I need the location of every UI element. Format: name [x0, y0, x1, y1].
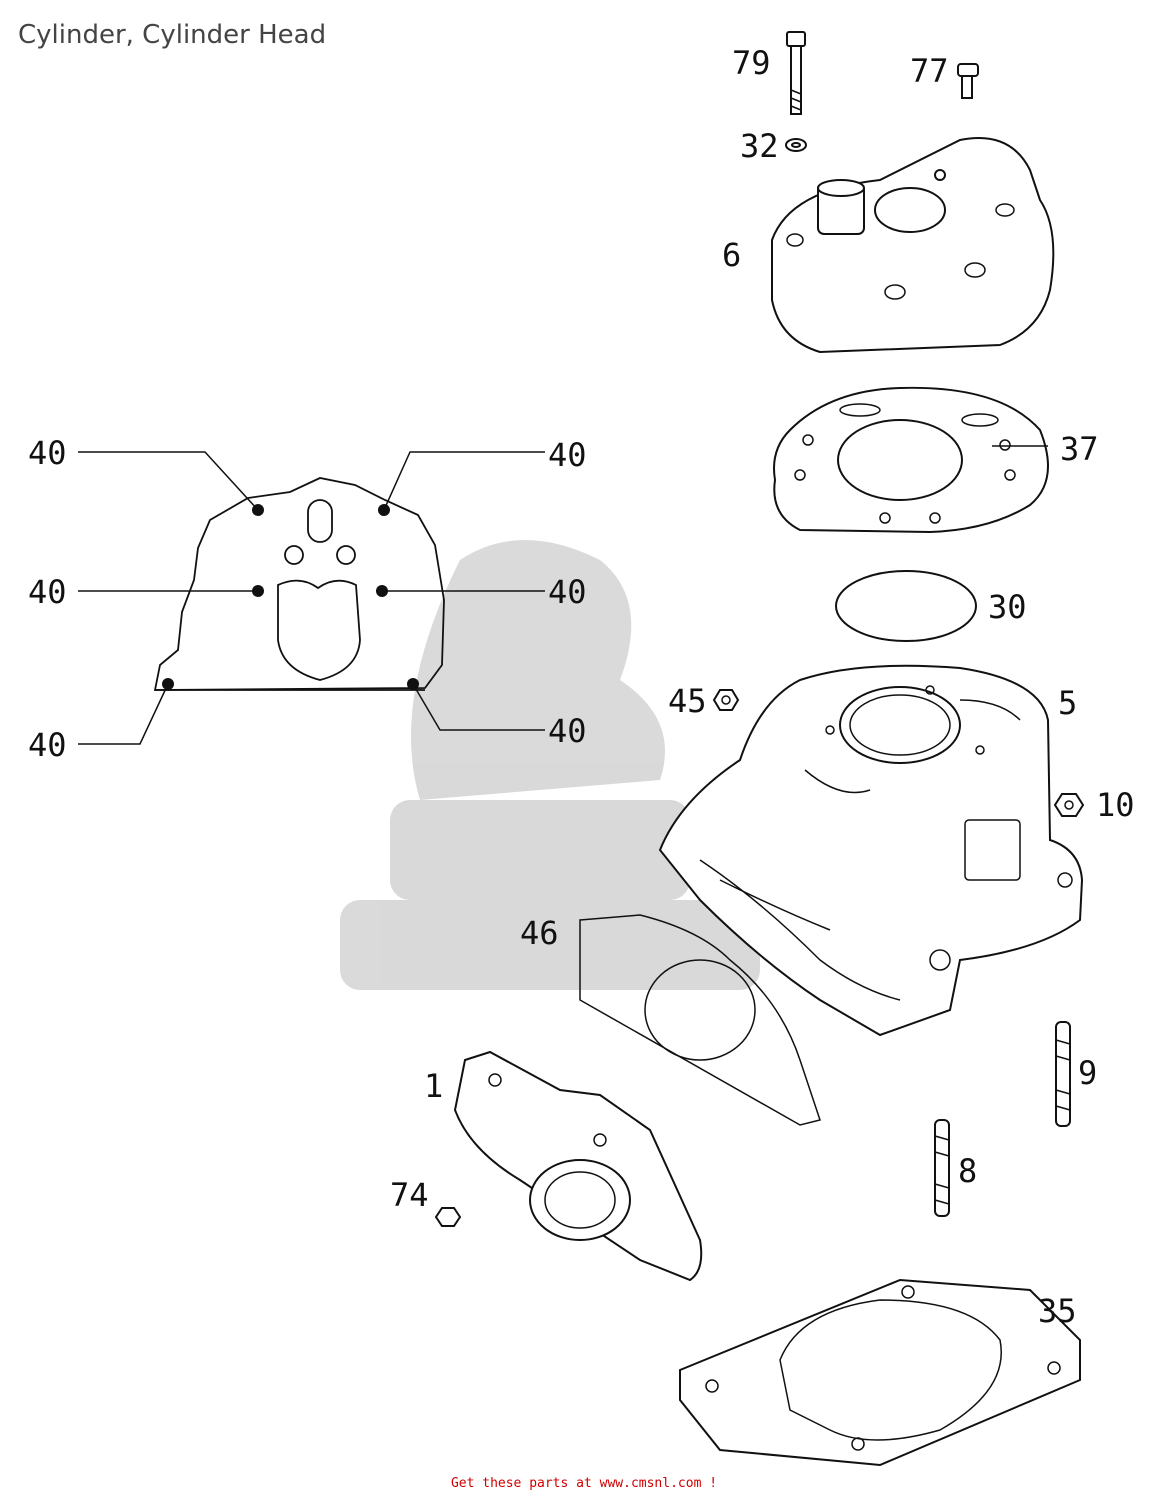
bolt-77-icon [957, 63, 979, 99]
callout-46: 46 [520, 914, 559, 952]
callout-1: 1 [424, 1067, 443, 1105]
callout-8: 8 [958, 1152, 977, 1190]
bolt-79-icon [786, 31, 806, 115]
callout-37: 37 [1060, 430, 1099, 468]
nut-45-icon [712, 689, 740, 711]
callout-40-top-left: 40 [28, 434, 67, 472]
nut-10-icon [1053, 793, 1085, 817]
head-gasket-37-icon [773, 386, 1049, 534]
callout-30: 30 [988, 588, 1027, 626]
cylinder-5-icon [658, 664, 1084, 1037]
page-title: Cylinder, Cylinder Head [18, 20, 327, 50]
parts-link[interactable]: Get these parts at www.cmsnl.com ! [450, 1476, 718, 1491]
callout-35: 35 [1038, 1292, 1077, 1330]
callout-6: 6 [722, 236, 741, 274]
callout-40-mid-left: 40 [28, 573, 67, 611]
base-gasket-35-icon [679, 1278, 1081, 1467]
callout-40-bottom-right: 40 [548, 712, 587, 750]
callout-79: 79 [732, 44, 771, 82]
callout-74: 74 [390, 1176, 429, 1214]
intake-flange-1-icon [453, 1050, 703, 1282]
callout-5: 5 [1058, 684, 1077, 722]
callout-77: 77 [910, 52, 949, 90]
stud-9-icon [1055, 1021, 1071, 1127]
callout-9: 9 [1078, 1054, 1097, 1092]
callout-32: 32 [740, 127, 779, 165]
callout-10: 10 [1096, 786, 1135, 824]
nut-74-icon [434, 1207, 462, 1227]
callout-45: 45 [668, 682, 707, 720]
stud-8-icon [934, 1119, 950, 1217]
washer-32-icon [785, 138, 807, 152]
cylinder-head-6-icon [771, 137, 1055, 354]
o-ring-30-icon [835, 570, 977, 642]
watermark-logo [340, 540, 760, 990]
gasket-46-icon [579, 914, 821, 1126]
callout-40-top-right: 40 [548, 436, 587, 474]
crankcase-gasket-40-icon [78, 451, 545, 745]
callout-40-bottom-left: 40 [28, 726, 67, 764]
callout-40-mid-right: 40 [548, 573, 587, 611]
